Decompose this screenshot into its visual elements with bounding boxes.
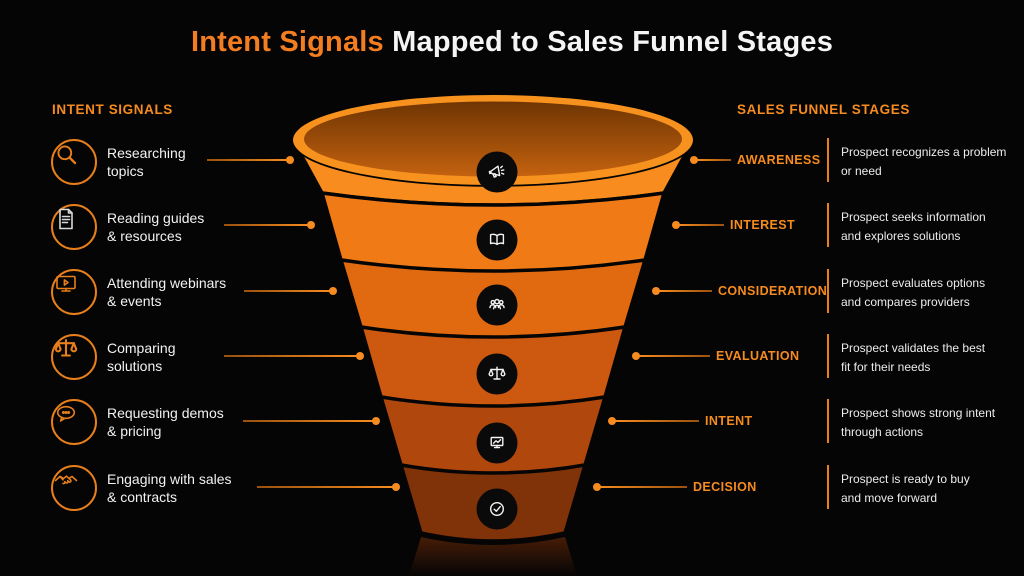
intent-signal-label: Reading guides& resources xyxy=(107,210,205,244)
connector-dot xyxy=(672,221,680,229)
scales-icon xyxy=(51,334,97,380)
stage-name-awareness: AWARENESS xyxy=(737,153,821,167)
scales-icon xyxy=(488,366,506,380)
funnel-reflection xyxy=(409,537,577,576)
intent-signal-label: Requesting demos& pricing xyxy=(107,405,224,439)
intent-signal-item: Engaging with sales& contracts xyxy=(51,465,351,511)
connector-dot xyxy=(690,156,698,164)
connector-dot xyxy=(329,286,337,295)
connector-dot xyxy=(593,483,601,491)
stage-divider xyxy=(827,203,829,247)
connector-dot xyxy=(356,351,364,360)
connector-dot xyxy=(307,221,315,229)
connector-line xyxy=(600,486,687,488)
stage-name-evaluation: EVALUATION xyxy=(716,349,800,363)
intent-signal-item: Requesting demos& pricing xyxy=(51,399,351,445)
stage-name-consideration: CONSIDERATION xyxy=(718,284,828,298)
connector-dot xyxy=(632,352,640,360)
right-column-header: SALES FUNNEL STAGES xyxy=(737,102,910,117)
stage-divider xyxy=(827,334,829,378)
title-highlight: Intent Signals xyxy=(190,26,384,58)
stage-name-intent: INTENT xyxy=(705,414,753,428)
stage-name-interest: INTEREST xyxy=(730,218,796,232)
monitor-chart-icon xyxy=(490,436,504,449)
connector-dot xyxy=(652,287,660,295)
intent-signal-item: Reading guides& resources xyxy=(51,204,351,250)
page-title: Intent Signals Mapped to Sales Funnel St… xyxy=(0,26,1024,59)
funnel-opening xyxy=(304,101,682,177)
connector-line xyxy=(615,420,699,422)
connector-line xyxy=(659,290,712,292)
intent-signal-label: Attending webinars& events xyxy=(107,275,227,309)
left-column-header: INTENT SIGNALS xyxy=(52,102,173,117)
connector-dot xyxy=(286,156,294,164)
stage-name-decision: DECISION xyxy=(693,480,757,494)
connector-line xyxy=(224,224,308,226)
open-book-icon xyxy=(489,233,505,246)
chat-bubble-icon xyxy=(51,399,97,445)
badge-intent xyxy=(476,422,518,464)
stage-divider xyxy=(827,465,829,509)
stage-divider xyxy=(827,138,829,182)
connector-dot xyxy=(392,482,400,491)
connector-line xyxy=(257,485,393,488)
connector-line xyxy=(244,289,330,292)
check-circle-icon xyxy=(489,501,505,517)
megaphone-icon xyxy=(488,165,505,178)
connector-line xyxy=(697,159,731,161)
intent-signal-label: Engaging with sales& contracts xyxy=(107,471,232,505)
connector-line xyxy=(639,355,710,357)
connector-line xyxy=(243,419,373,422)
connector-line xyxy=(224,354,357,357)
title-rest: Mapped to Sales Funnel Stages xyxy=(383,26,834,58)
handshake-icon xyxy=(51,465,97,511)
stage-divider xyxy=(827,399,829,443)
badge-decision xyxy=(476,488,518,530)
stage-divider xyxy=(827,269,829,313)
connector-line xyxy=(679,224,724,226)
intent-signal-item: Attending webinars& events xyxy=(51,269,351,315)
webinar-monitor-icon xyxy=(51,269,97,315)
connector-dot xyxy=(608,417,616,425)
magnifier-icon xyxy=(51,139,97,185)
funnel-icon-badges xyxy=(476,151,518,530)
connector-dot xyxy=(372,416,380,425)
document-icon xyxy=(51,204,97,250)
connector-line xyxy=(207,159,287,161)
badge-awareness xyxy=(476,151,518,193)
people-icon xyxy=(489,298,505,310)
